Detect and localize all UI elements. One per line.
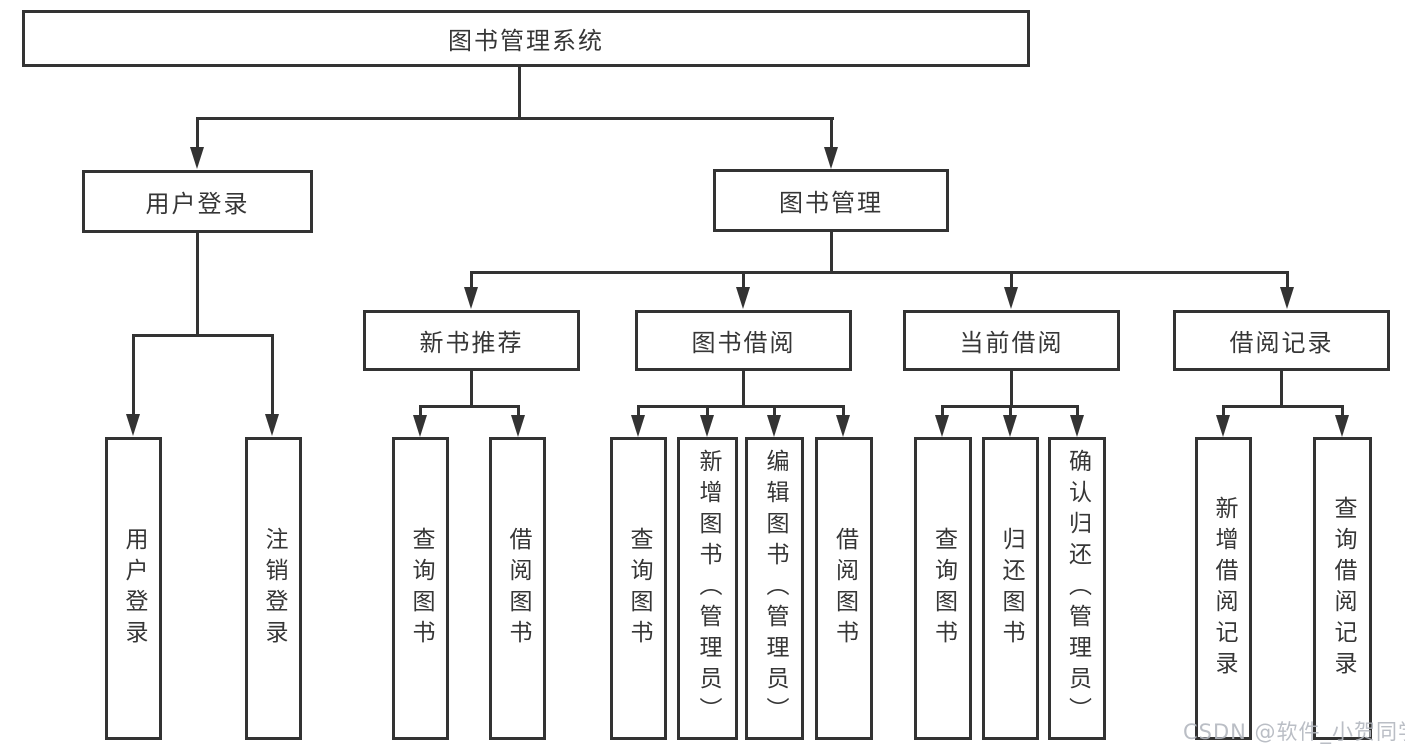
leaf-bb-borrow-books-label: 借阅图书 <box>831 526 858 651</box>
connector-to-cb-return <box>1009 405 1012 417</box>
node-borrow-records: 借阅记录 <box>1173 310 1390 371</box>
leaf-cb-query-books: 查询图书 <box>914 437 972 740</box>
connector-to-br-query <box>1341 405 1344 417</box>
arrowhead-bb-query <box>631 415 645 437</box>
leaf-user-login: 用户登录 <box>105 437 162 740</box>
arrowhead-bb-borrow <box>836 415 850 437</box>
connector-to-br-add <box>1222 405 1225 417</box>
arrowhead-cb-return <box>1003 415 1017 437</box>
leaf-br-query-record: 查询借阅记录 <box>1313 437 1372 740</box>
leaf-nb-query-books-label: 查询图书 <box>408 526 434 651</box>
connector-root-crossbar <box>197 117 834 120</box>
leaf-bb-add-books-admin-label: 新增图书（管理员） <box>695 449 721 728</box>
arrowhead-book-borrow <box>736 287 750 309</box>
connector-book-management-crossbar <box>470 271 1289 274</box>
connector-to-borrow-records <box>1286 271 1289 290</box>
node-book-borrow: 图书借阅 <box>635 310 852 371</box>
connector-to-book-management <box>830 117 833 150</box>
connector-to-leaf-logout <box>271 334 274 415</box>
arrowhead-user-login <box>190 147 204 169</box>
node-book-management-label: 图书管理 <box>779 189 883 217</box>
leaf-br-add-record: 新增借阅记录 <box>1195 437 1252 740</box>
leaf-cb-confirm-return-admin: 确认归还（管理员） <box>1048 437 1106 740</box>
node-book-borrow-label: 图书借阅 <box>691 329 796 357</box>
leaf-cb-query-books-label: 查询图书 <box>930 526 957 651</box>
leaf-nb-borrow-books-label: 借阅图书 <box>505 526 531 651</box>
leaf-logout: 注销登录 <box>245 437 302 740</box>
leaf-nb-query-books: 查询图书 <box>392 437 449 740</box>
connector-to-user-login <box>196 117 199 150</box>
node-borrow-records-label: 借阅记录 <box>1229 329 1334 357</box>
arrowhead-leaf-logout <box>265 414 279 436</box>
arrowhead-nb-query <box>413 415 427 437</box>
connector-new-book-crossbar <box>419 405 520 408</box>
connector-to-book-borrow <box>742 271 745 290</box>
connector-to-nb-borrow <box>517 405 520 417</box>
arrowhead-book-management <box>824 147 838 169</box>
connector-borrow-records-crossbar <box>1222 405 1344 408</box>
leaf-logout-label: 注销登录 <box>261 526 287 651</box>
connector-to-cb-confirm <box>1076 405 1079 417</box>
arrowhead-cb-confirm <box>1070 415 1084 437</box>
node-current-borrow-label: 当前借阅 <box>959 329 1064 357</box>
connector-to-bb-query <box>637 405 640 417</box>
connector-to-current-borrow <box>1010 271 1013 290</box>
arrowhead-leaf-user-login <box>126 414 140 436</box>
arrowhead-br-add <box>1216 415 1230 437</box>
arrowhead-bb-edit <box>767 415 781 437</box>
connector-book-borrow-crossbar <box>637 405 845 408</box>
node-user-login-label: 用户登录 <box>145 190 250 218</box>
connector-borrow-records-stem <box>1280 371 1283 408</box>
arrowhead-cb-query <box>935 415 949 437</box>
leaf-nb-borrow-books: 借阅图书 <box>489 437 546 740</box>
connector-to-bb-borrow <box>842 405 845 417</box>
arrowhead-br-query <box>1335 415 1349 437</box>
connector-book-management-stem <box>830 232 833 274</box>
leaf-bb-query-books: 查询图书 <box>610 437 667 740</box>
leaf-cb-return-books-label: 归还图书 <box>998 526 1024 651</box>
arrowhead-new-book-recommend <box>464 287 478 309</box>
node-new-book-recommend: 新书推荐 <box>363 310 580 371</box>
connector-to-bb-edit <box>773 405 776 417</box>
connector-new-book-stem <box>470 371 473 408</box>
connector-to-nb-query <box>419 405 422 417</box>
leaf-bb-edit-books-admin-label: 编辑图书（管理员） <box>762 449 788 728</box>
arrowhead-nb-borrow <box>511 415 525 437</box>
csdn-watermark: CSDN @软件_小贺同学 <box>1183 720 1405 744</box>
leaf-bb-borrow-books: 借阅图书 <box>815 437 873 740</box>
node-book-management: 图书管理 <box>713 169 949 232</box>
arrowhead-borrow-records <box>1280 287 1294 309</box>
node-root: 图书管理系统 <box>22 10 1030 67</box>
leaf-cb-return-books: 归还图书 <box>982 437 1039 740</box>
leaf-bb-add-books-admin: 新增图书（管理员） <box>677 437 738 740</box>
connector-book-borrow-stem <box>742 371 745 408</box>
connector-to-bb-add <box>706 405 709 417</box>
connector-user-login-crossbar <box>132 334 274 337</box>
arrowhead-bb-add <box>700 415 714 437</box>
leaf-br-add-record-label: 新增借阅记录 <box>1211 495 1237 682</box>
leaf-bb-query-books-label: 查询图书 <box>626 526 652 651</box>
connector-to-leaf-user-login <box>132 334 135 415</box>
connector-to-new-book-recommend <box>470 271 473 290</box>
node-root-label: 图书管理系统 <box>448 27 604 55</box>
leaf-user-login-label: 用户登录 <box>121 526 147 651</box>
connector-root-stem <box>518 67 521 120</box>
connector-current-borrow-stem <box>1010 371 1013 408</box>
connector-user-login-stem <box>196 233 199 337</box>
node-user-login: 用户登录 <box>82 170 313 233</box>
node-new-book-recommend-label: 新书推荐 <box>419 329 524 357</box>
leaf-br-query-record-label: 查询借阅记录 <box>1330 495 1356 682</box>
leaf-bb-edit-books-admin: 编辑图书（管理员） <box>745 437 804 740</box>
arrowhead-current-borrow <box>1004 287 1018 309</box>
node-current-borrow: 当前借阅 <box>903 310 1120 371</box>
connector-to-cb-query <box>941 405 944 417</box>
leaf-cb-confirm-return-admin-label: 确认归还（管理员） <box>1064 449 1091 728</box>
